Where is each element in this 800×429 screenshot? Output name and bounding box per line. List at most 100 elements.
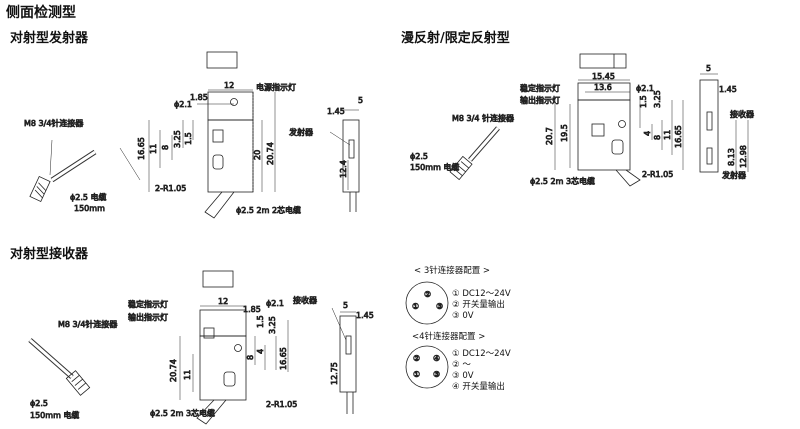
emitter-dim-8: 8 <box>161 145 170 150</box>
emitter-dim-lines <box>148 89 276 192</box>
diffuse-dim-1-5: 1.5 <box>639 95 648 108</box>
diffuse-dim-5: 5 <box>706 64 711 73</box>
pinout-4-glyph-4: ④ <box>433 354 440 363</box>
diffuse-dim-15-45: 15.45 <box>592 72 615 81</box>
receiver-dim-1-5: 1.5 <box>256 315 265 328</box>
diffuse-dim-16-65: 16.65 <box>674 125 683 148</box>
emitter-dim-3-25: 3.25 <box>173 130 182 148</box>
diffuse-dim-4: 4 <box>643 131 652 136</box>
receiver-dim-lines <box>179 305 289 400</box>
receiver-connector-cable <box>28 338 91 396</box>
receiver-connector-label: M8 3/4针连接器 <box>58 319 117 329</box>
diffuse-output-led-label: 输出指示灯 <box>520 95 560 105</box>
pinout-4-title: <4针连接器配置 > <box>412 332 486 342</box>
emitter-dim-12-4: 12.4 <box>339 160 348 178</box>
emitter-cable-dia-label: ϕ2.5 电缆 <box>70 192 107 202</box>
diffuse-cable-dia-label: ϕ2.5 <box>410 152 428 161</box>
emitter-dim-11: 11 <box>149 144 158 154</box>
diffuse-top-view <box>579 53 627 69</box>
emitter-side-view <box>329 109 360 212</box>
diffuse-dim-11: 11 <box>663 130 672 140</box>
emitter-dim-12: 12 <box>224 81 234 90</box>
emitter-dim-1-45: 1.45 <box>327 107 345 116</box>
receiver-side-part-label: 接收器 <box>293 295 317 305</box>
receiver-dim-5: 5 <box>343 301 348 310</box>
diffuse-cable-bottom-label: ϕ2.5 2m 3芯电缆 <box>530 176 595 186</box>
receiver-output-led-label: 输出指示灯 <box>128 312 168 322</box>
emitter-side-part-label: 发射器 <box>289 127 313 137</box>
pinout-3-circle <box>405 281 449 325</box>
emitter-dim-1-5: 1.5 <box>184 132 193 145</box>
emitter-connector-cable <box>29 139 97 203</box>
emitter-dim-1-85: 1.85 <box>190 93 208 102</box>
receiver-dim-8: 8 <box>246 355 255 360</box>
emitter-cable-length-label: 150mm <box>74 204 105 213</box>
diffuse-drawing <box>449 53 749 187</box>
pinout-4-list: ① DC12～24V ② ～ ③ 0V ④ 开关量输出 <box>452 349 511 393</box>
diffuse-front-body <box>577 82 641 187</box>
pinout-3-pin-2: ② 开关量输出 <box>452 300 505 310</box>
emitter-dim-5: 5 <box>358 96 363 105</box>
emitter-cable-bottom-label: ϕ2.5 2m 2芯电缆 <box>236 205 301 215</box>
receiver-dim-1-45: 1.45 <box>356 311 374 320</box>
diffuse-dim-20-7: 20.7 <box>545 127 554 145</box>
pinout-4-glyph-2: ② <box>413 354 420 363</box>
receiver-cable-dia-label: ϕ2.5 <box>30 399 48 408</box>
receiver-dim-4: 4 <box>256 349 265 354</box>
pinout-3-glyph-1: ① <box>412 302 419 311</box>
emitter-dim-20-74: 20.74 <box>266 142 275 165</box>
pinout-3-pin-1: ① DC12～24V <box>452 289 511 299</box>
diffuse-side-view <box>699 73 749 173</box>
receiver-cable-length-label: 150mm 电缆 <box>30 410 79 420</box>
receiver-front-body <box>196 309 247 425</box>
receiver-top-view <box>202 270 234 288</box>
receiver-side-view <box>331 307 357 414</box>
receiver-dim-11: 11 <box>183 370 192 380</box>
emitter-hole-dia-label: ϕ2.1 <box>174 100 192 109</box>
pinout-4-glyph-3: ③ <box>433 370 440 379</box>
diffuse-hole-dia-label: ϕ2.1 <box>636 84 654 93</box>
diffuse-dim-13-6: 13.6 <box>594 83 612 92</box>
diffuse-section-title: 漫反射/限定反射型 <box>401 31 510 46</box>
emitter-front-body <box>204 91 254 219</box>
diffuse-dim-19-5: 19.5 <box>560 124 569 142</box>
pinout-3-glyph-2: ② <box>424 290 431 299</box>
receiver-dim-1-85: 1.85 <box>243 305 261 314</box>
diffuse-dim-12-98: 12.98 <box>739 145 748 168</box>
diffuse-dim-lines <box>554 79 684 170</box>
emitter-connector-label: M8 3/4针连接器 <box>24 118 83 128</box>
receiver-section-title: 对射型接收器 <box>10 247 89 262</box>
receiver-dim-20-74: 20.74 <box>169 359 178 382</box>
diffuse-radius-label: 2-R1.05 <box>642 170 673 179</box>
emitter-dim-20: 20 <box>253 150 262 160</box>
pinout-4-pin-1: ① DC12～24V <box>452 349 511 359</box>
emitter-section-title: 对射型发射器 <box>10 31 89 46</box>
receiver-dim-3-25: 3.25 <box>268 316 277 334</box>
receiver-hole-dia-label: ϕ2.1 <box>266 299 284 308</box>
receiver-dim-16-65: 16.65 <box>279 347 288 370</box>
pinout-3-pin-3: ③ 0V <box>452 311 474 321</box>
page-title: 侧面检测型 <box>6 5 76 21</box>
pinout-4-pin-3: ③ 0V <box>452 371 474 381</box>
emitter-top-view <box>206 51 238 69</box>
receiver-cable-bottom-label: ϕ2.5 2m 3芯电缆 <box>150 408 215 418</box>
pinout-3-list: ① DC12～24V ② 开关量输出 ③ 0V <box>452 289 511 322</box>
pinout-3-title: < 3针连接器配置 > <box>414 266 491 276</box>
diffuse-emitter-label: 发射器 <box>722 170 746 180</box>
receiver-dim-12-75: 12.75 <box>330 362 339 385</box>
receiver-stable-led-label: 稳定指示灯 <box>128 299 168 309</box>
diffuse-dim-1-45: 1.45 <box>719 85 737 94</box>
receiver-drawing <box>28 270 357 425</box>
pinout-4-pin-4: ④ 开关量输出 <box>452 382 505 392</box>
emitter-dim-16-65: 16.65 <box>137 137 146 160</box>
receiver-dim-12: 12 <box>218 297 228 306</box>
diffuse-dim-3-25: 3.25 <box>653 90 662 108</box>
diffuse-connector-label: M8 3/4 针连接器 <box>452 113 514 123</box>
diffuse-stable-led-label: 稳定指示灯 <box>520 83 560 93</box>
emitter-radius-label: 2-R1.05 <box>155 184 186 193</box>
receiver-radius-label: 2-R1.05 <box>266 400 297 409</box>
emitter-power-led-label: 电源指示灯 <box>256 82 296 92</box>
diffuse-cable-length-label: 150mm 电缆 <box>410 162 459 172</box>
diffuse-receiver-label: 接收器 <box>730 109 754 119</box>
